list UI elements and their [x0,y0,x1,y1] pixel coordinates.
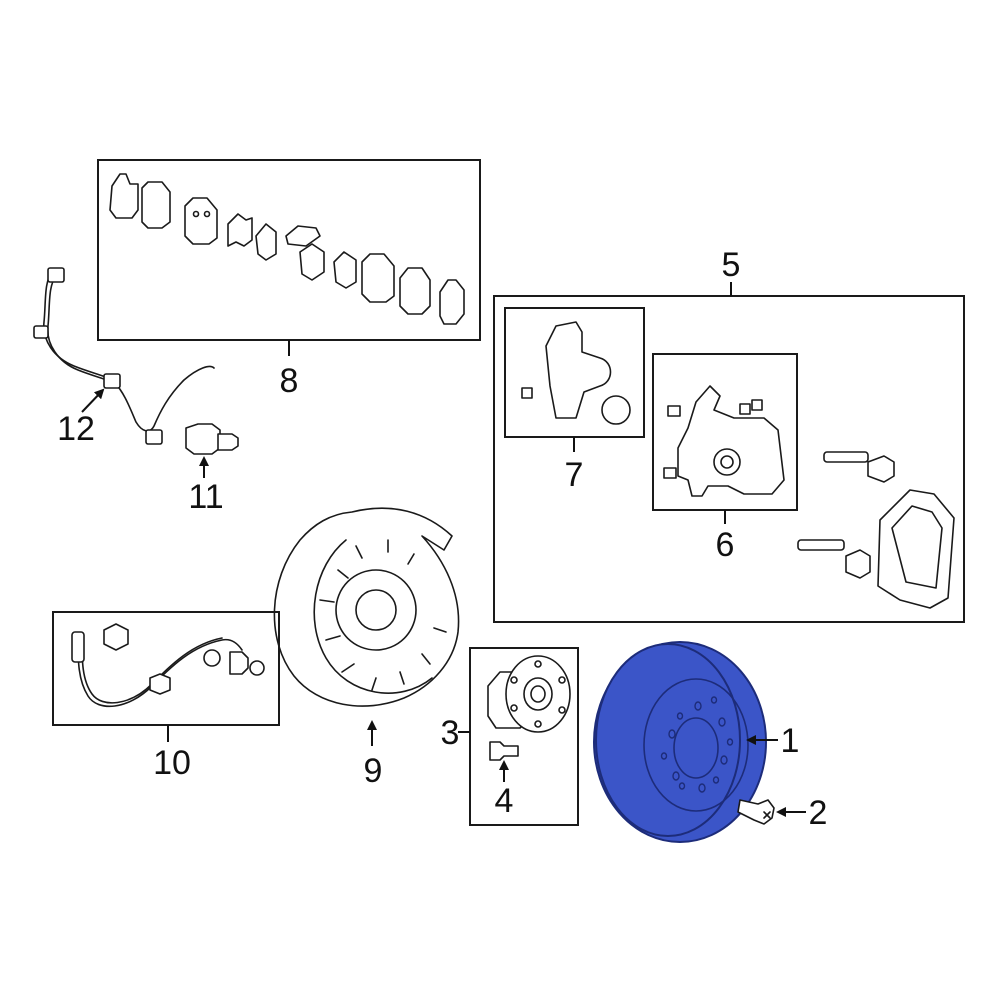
brake-rotor-illustration [593,641,767,843]
brake-rotor-group[interactable]: 1 [593,641,800,843]
splash-shield-illustration [273,507,460,707]
brake-hose-box [52,611,280,726]
brake-hose-illustration [77,638,243,708]
callout-8: 8 [280,362,299,400]
callout-5: 5 [722,246,741,284]
caliper-bracket-illustration [797,451,955,609]
rotor-screw-illustration [737,799,775,825]
caliper-housing-illustration [677,385,785,497]
callout-10: 10 [153,744,191,782]
callout-3: 3 [441,714,460,752]
rotor-screw-group[interactable]: 2 [737,794,828,832]
caliper-housing-group[interactable]: 6 [652,353,798,564]
caliper-piston-group[interactable]: 7 [504,307,645,494]
callout-9: 9 [364,752,383,790]
callout-12: 12 [57,410,95,448]
splash-shield-group[interactable]: 9 [273,507,460,790]
brake-hose-group[interactable]: 10 [52,611,280,782]
callout-7: 7 [565,456,584,494]
callout-1: 1 [781,722,800,760]
brake-pads-illustration [109,173,465,325]
hub-bearing-group[interactable]: 3 4 [441,647,579,826]
callout-11: 11 [188,478,223,516]
abs-sensor-illustration [185,423,221,455]
abs-sensor-wire-illustration [43,271,215,432]
caliper-piston-illustration [545,321,612,419]
abs-sensor-group[interactable]: 11 [185,423,239,516]
callout-6: 6 [716,526,735,564]
callout-2: 2 [809,794,828,832]
brake-pad-set-group[interactable]: 8 [97,159,481,400]
abs-sensor-wire-group[interactable]: 12 [33,267,215,448]
hub-bearing-box [469,647,579,826]
caliper-assembly-group[interactable]: 5 7 6 [493,246,965,623]
callout-4: 4 [495,782,514,820]
caliper-assembly-box [493,295,965,623]
